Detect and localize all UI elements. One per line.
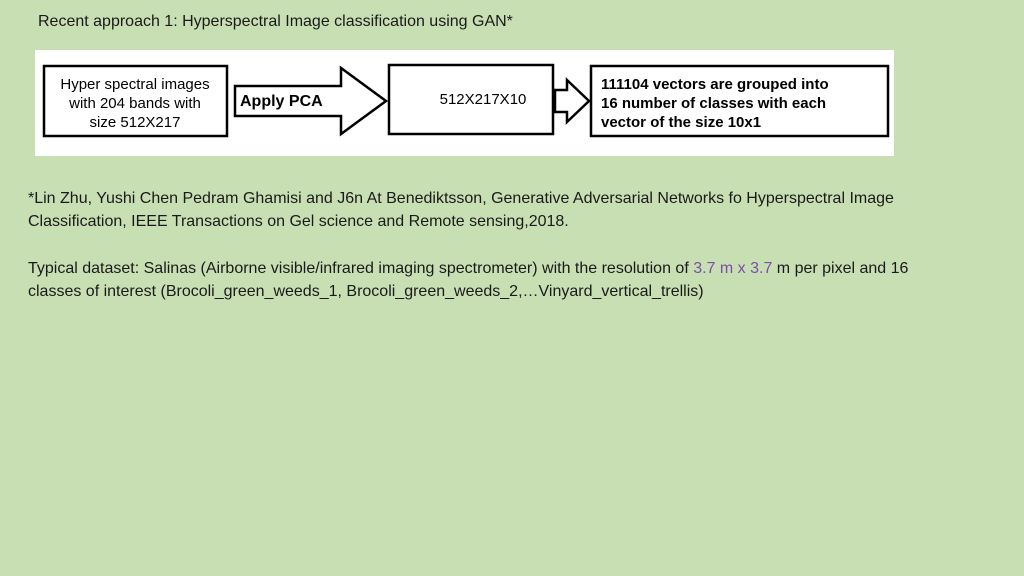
pipeline-diagram: Hyper spectral images with 204 bands wit…: [35, 50, 894, 156]
dataset-line: Typical dataset: Salinas (Airborne visib…: [28, 257, 1018, 280]
reference-line: Classification, IEEE Transactions on Gel…: [28, 213, 569, 230]
input-box-line: with 204 bands with: [69, 95, 201, 112]
output-box-line: 16 number of classes with each: [601, 95, 827, 112]
dataset-classes-line: classes of interest (Brocoli_green_weeds…: [28, 283, 704, 300]
input-box-line: Hyper spectral images: [60, 76, 210, 93]
input-box-line: size 512X217: [89, 114, 181, 131]
dataset-prefix: Typical dataset: Salinas (Airborne visib…: [28, 260, 694, 277]
output-box: [589, 64, 890, 138]
resolution-value: 3.7 m x 3.7: [693, 260, 773, 277]
slide-title: Recent approach 1: Hyperspectral Image c…: [38, 13, 513, 30]
output-box-line: vector of the size 10x1: [601, 114, 762, 131]
input-box-text: Hyper spectral images with 204 bands wit…: [47, 75, 223, 132]
pipeline-shapes: [42, 63, 890, 138]
small-arrow: [553, 77, 591, 125]
apply-pca-arrow: [233, 65, 389, 137]
apply-pca-label: Apply PCA: [240, 93, 323, 110]
middle-box-label: 512X217X10: [439, 91, 527, 108]
middle-box: [387, 63, 555, 136]
dataset-suffix: m per pixel and 16: [772, 260, 909, 277]
dataset-description: Typical dataset: Salinas (Airborne visib…: [28, 257, 1018, 303]
reference-line: *Lin Zhu, Yushi Chen Pedram Ghamisi and …: [28, 190, 894, 207]
output-box-line: 111104 vectors are grouped into: [601, 76, 829, 93]
reference-citation: *Lin Zhu, Yushi Chen Pedram Ghamisi and …: [28, 187, 1018, 233]
input-box: [42, 64, 229, 138]
output-box-text: 111104 vectors are grouped into 16 numbe…: [601, 75, 881, 132]
